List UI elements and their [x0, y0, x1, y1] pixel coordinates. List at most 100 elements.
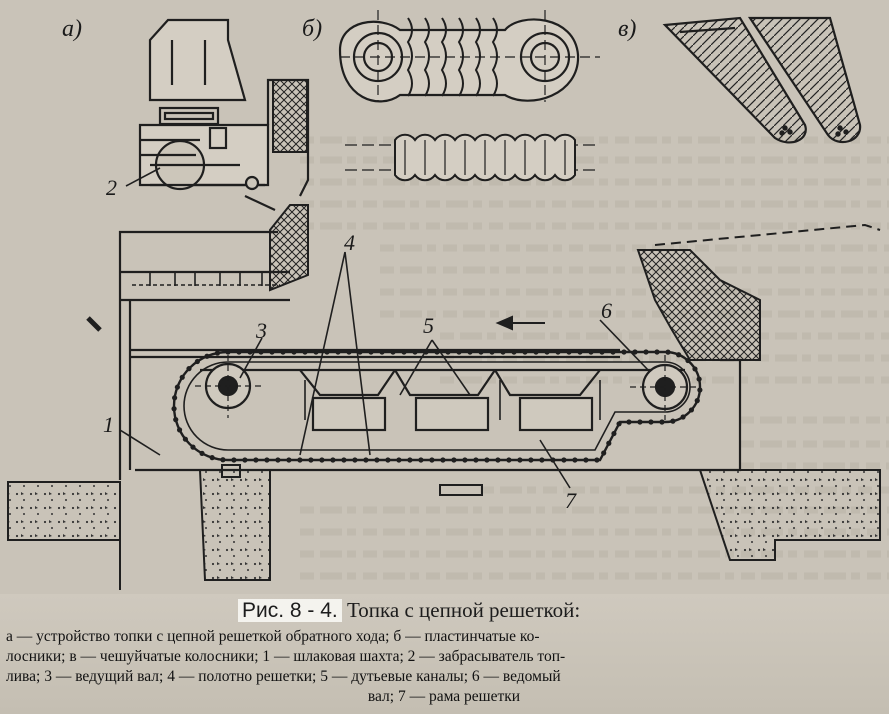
grate-link — [555, 349, 561, 355]
grate-link — [335, 349, 341, 355]
grate-link — [539, 457, 545, 463]
figure-title: Топка с цепной решеткой: — [347, 598, 581, 622]
grate-link — [194, 358, 200, 365]
grate-link — [621, 349, 627, 355]
rear-wall-outline — [654, 223, 881, 246]
grate-link — [324, 349, 330, 355]
grate-link — [275, 457, 281, 463]
grate-link — [606, 440, 612, 446]
grate-link — [495, 457, 501, 463]
grate-link — [247, 349, 253, 355]
grate-link — [517, 457, 523, 463]
grate-link — [407, 457, 413, 463]
grate-link — [374, 457, 380, 463]
grate-link — [692, 366, 698, 372]
grate-link — [659, 419, 665, 425]
grate-link — [302, 349, 308, 355]
grate-link — [594, 457, 600, 463]
air-ducts — [299, 369, 601, 432]
callout-6: 6 — [601, 298, 612, 323]
foundation-center — [198, 469, 271, 581]
grate-link — [286, 457, 292, 463]
grate-link — [685, 357, 691, 364]
ash-pit-wall — [8, 539, 121, 590]
callout-2: 2 — [106, 175, 117, 200]
grate-link — [346, 349, 352, 355]
grate-link — [601, 450, 607, 456]
grate-link — [456, 349, 462, 355]
grate-link — [264, 457, 270, 463]
grate-link — [632, 349, 638, 355]
grate-link — [225, 349, 231, 355]
grate-link — [236, 349, 242, 355]
grate-link — [440, 457, 446, 463]
grate-link — [231, 457, 237, 463]
grate-link — [566, 349, 572, 355]
grate-link — [379, 349, 385, 355]
callout-1: 1 — [103, 412, 114, 437]
grate-link — [269, 349, 275, 355]
figure-number: Рис. 8 - 4. — [238, 599, 342, 622]
grate-link — [577, 349, 583, 355]
grate-link — [352, 457, 358, 463]
legend-line: а — устройство топки с цепной решеткой о… — [6, 628, 540, 645]
grate-link — [694, 398, 700, 404]
grate-link — [179, 374, 185, 380]
grate-link — [511, 349, 517, 355]
grate-link — [242, 457, 248, 463]
rear-wall — [636, 249, 761, 361]
grate-link — [174, 384, 180, 390]
grate-link — [643, 349, 649, 355]
grate-link — [308, 457, 314, 463]
panel-label-a: а) — [62, 16, 82, 42]
plate-grate-bar — [338, 10, 600, 103]
grate-link — [291, 349, 297, 355]
grate-belt-links — [171, 349, 703, 463]
grate-link — [462, 457, 468, 463]
handle-icon — [86, 316, 102, 332]
grate-link — [533, 349, 539, 355]
grate-link — [478, 349, 484, 355]
grate-link — [363, 457, 369, 463]
refractory-wall-upper — [272, 79, 308, 153]
drive-shaft — [195, 355, 262, 418]
grate-link — [182, 436, 189, 442]
grate-link — [522, 349, 528, 355]
grate-link — [648, 419, 654, 425]
grate-link — [385, 457, 391, 463]
grate-link — [214, 350, 221, 356]
grate-link — [489, 349, 495, 355]
panel-label-c: в) — [618, 16, 636, 42]
grate-link — [401, 349, 407, 355]
furnace-throat — [118, 230, 290, 480]
grate-link — [253, 457, 259, 463]
grate-link — [445, 349, 451, 355]
grate-link — [220, 457, 226, 463]
grate-link — [280, 349, 286, 355]
frame-plate — [439, 484, 483, 496]
grate-link — [611, 430, 617, 437]
grate-link — [357, 349, 363, 355]
caption-area — [0, 594, 889, 714]
grate-link — [500, 349, 506, 355]
legend-line: лосники; в — чешуйчатые колосники; 1 — ш… — [6, 648, 566, 665]
grate-link — [368, 349, 374, 355]
grate-link — [561, 457, 567, 463]
grate-link — [484, 457, 490, 463]
figure-legend: а — устройство топки с цепной решеткой о… — [6, 627, 882, 707]
callout-7: 7 — [565, 488, 577, 513]
grate-link — [209, 455, 215, 461]
grate-link — [588, 349, 594, 355]
callout-4: 4 — [344, 230, 355, 255]
grate-link — [434, 349, 440, 355]
travel-direction-arrow — [495, 315, 545, 331]
grate-link — [173, 417, 179, 423]
grate-link — [412, 349, 418, 355]
grate-link — [697, 387, 703, 393]
callout-leaders — [119, 167, 651, 489]
grate-link — [626, 419, 632, 425]
grate-link — [341, 457, 347, 463]
callout-5: 5 — [423, 313, 434, 338]
fuel-spreader — [138, 18, 310, 211]
grate-link — [190, 444, 196, 450]
